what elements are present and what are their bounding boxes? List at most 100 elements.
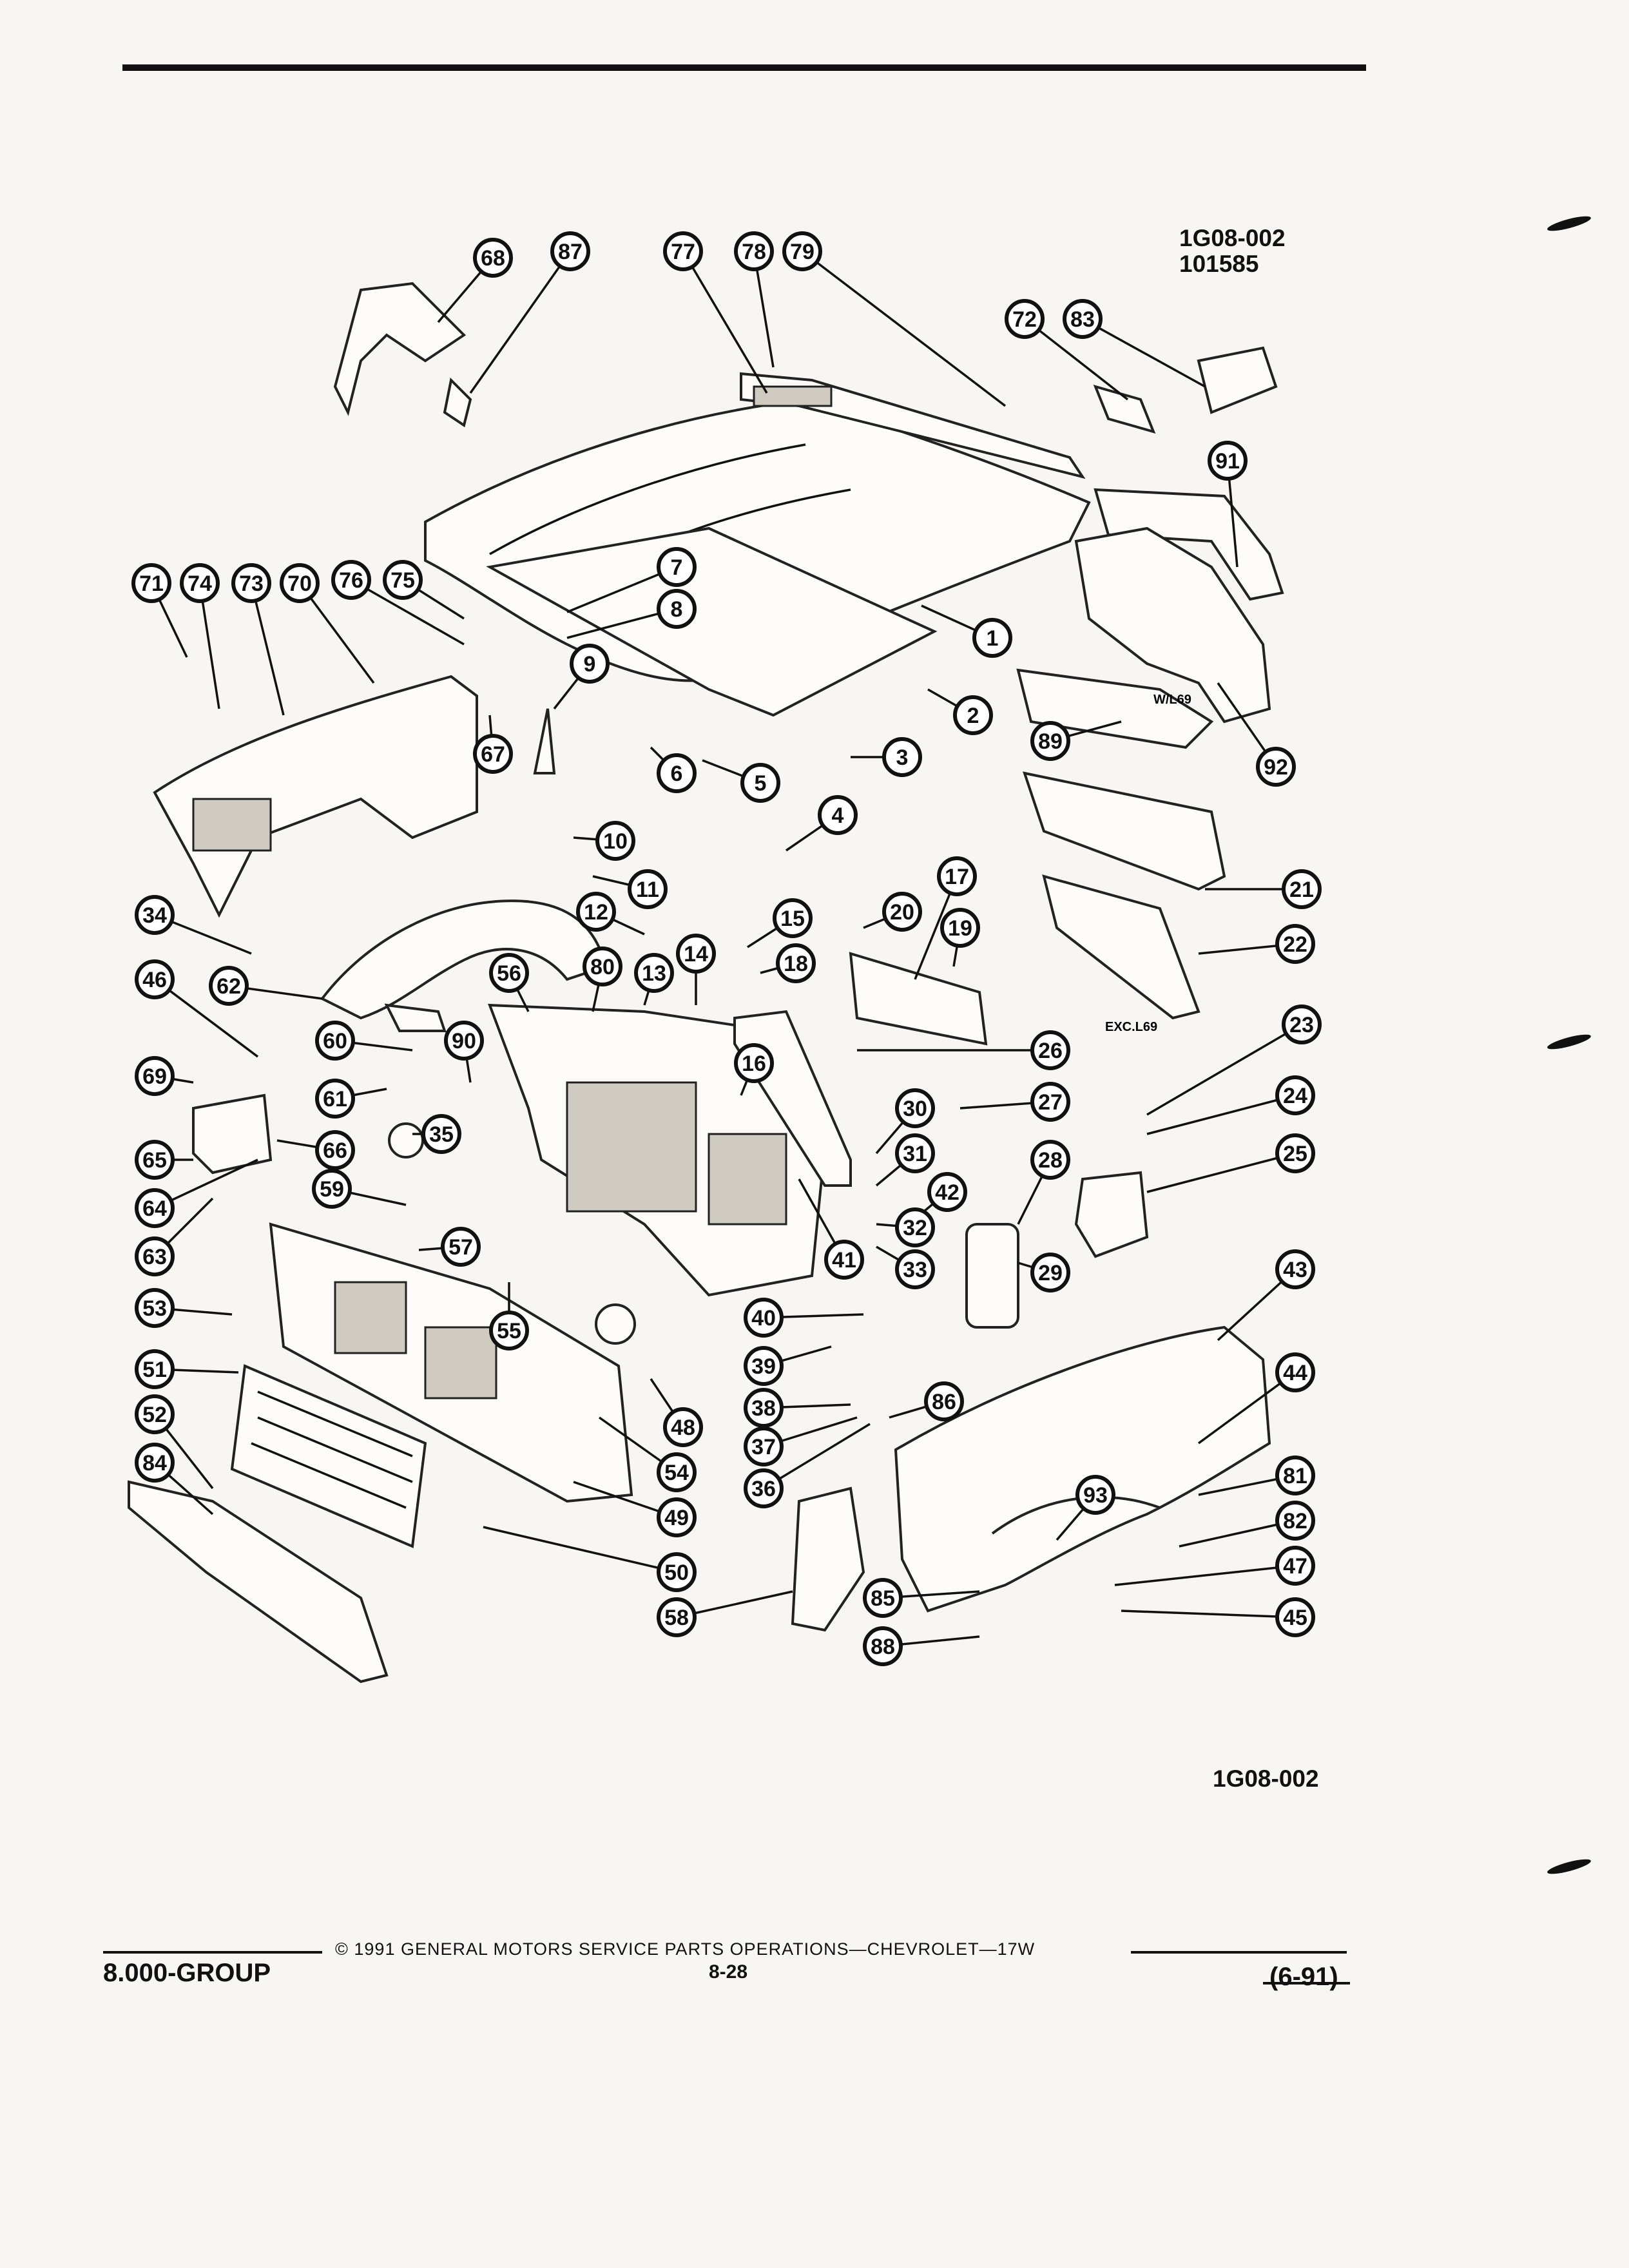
callout-number: 60 <box>323 1029 347 1053</box>
callout-34: 34 <box>135 895 175 935</box>
callout-circle <box>1030 1140 1070 1180</box>
callout-26: 26 <box>1030 1030 1070 1070</box>
part-hood-latch <box>384 708 556 1032</box>
footer-rule <box>1263 1982 1350 1984</box>
callout-circle <box>895 1249 935 1289</box>
callout-86: 86 <box>924 1381 964 1421</box>
callout-circle <box>231 563 271 603</box>
callout-circle <box>1275 1456 1315 1495</box>
callout-number: 93 <box>1083 1483 1108 1508</box>
part-hood-hinge-bracket <box>333 282 472 428</box>
callout-number: 18 <box>784 952 808 976</box>
callout-number: 12 <box>584 900 608 925</box>
callout-39: 39 <box>744 1346 784 1386</box>
callout-number: 72 <box>1012 307 1037 332</box>
callout-circle <box>135 1394 175 1434</box>
callout-circle <box>663 231 703 271</box>
callout-circle <box>818 795 858 835</box>
callout-number: 88 <box>871 1635 895 1659</box>
callout-circle <box>657 589 697 629</box>
callout-68: 68 <box>473 238 513 278</box>
callout-number: 49 <box>664 1506 689 1530</box>
callout-21: 21 <box>1282 869 1322 909</box>
callout-12: 12 <box>576 892 616 932</box>
callout-circle <box>657 547 697 587</box>
callout-85: 85 <box>863 1578 903 1618</box>
callout-circle <box>657 1497 697 1537</box>
diagram-drawing: 1234567891011121314151617181920212223242… <box>128 231 1322 1684</box>
callout-circle <box>180 563 220 603</box>
callout-90: 90 <box>444 1021 484 1061</box>
callout-number: 28 <box>1038 1148 1063 1173</box>
callout-circle <box>315 1079 355 1119</box>
callout-number: 26 <box>1038 1039 1063 1063</box>
callout-number: 8 <box>671 597 683 622</box>
callout-number: 55 <box>497 1319 521 1343</box>
callout-number: 36 <box>751 1477 776 1501</box>
figure-id-bottom: 1G08-002 <box>1213 1765 1319 1792</box>
callout-circle <box>676 934 716 974</box>
callout-circle <box>1256 747 1296 787</box>
part-air-deflector-upper <box>1074 526 1271 724</box>
callout-number: 45 <box>1283 1606 1307 1630</box>
callout-circle <box>895 1133 935 1173</box>
figure-id-top: 1G08-002 101585 <box>1179 226 1286 277</box>
callout-46: 46 <box>135 959 175 999</box>
callout-24: 24 <box>1275 1075 1315 1115</box>
callout-number: 34 <box>142 903 167 928</box>
callout-circle <box>312 1169 352 1209</box>
callout-number: 22 <box>1283 932 1307 957</box>
callout-72: 72 <box>1005 299 1045 339</box>
leader-line-70 <box>298 582 375 684</box>
callout-81: 81 <box>1275 1456 1315 1495</box>
callout-number: 4 <box>832 803 844 828</box>
part-hood-insulator <box>486 526 938 717</box>
callout-number: 58 <box>664 1606 689 1630</box>
callout-88: 88 <box>863 1626 903 1666</box>
callout-number: 25 <box>1283 1142 1307 1166</box>
callout-13: 13 <box>634 953 674 993</box>
footer-rule <box>1131 1951 1347 1954</box>
callout-number: 81 <box>1283 1464 1307 1488</box>
callout-89: 89 <box>1030 721 1070 761</box>
callout-circle <box>1275 1352 1315 1392</box>
callout-41: 41 <box>824 1240 864 1280</box>
callout-circle <box>135 1236 175 1276</box>
callout-36: 36 <box>744 1468 784 1508</box>
callout-number: 48 <box>671 1416 695 1440</box>
callout-number: 79 <box>790 240 815 264</box>
callout-69: 69 <box>135 1056 175 1096</box>
callout-circle <box>1005 299 1045 339</box>
callout-80: 80 <box>583 947 622 986</box>
callout-19: 19 <box>940 908 980 948</box>
callout-number: 67 <box>481 742 505 767</box>
leader-line-45 <box>1121 1610 1296 1619</box>
figure-date: 101585 <box>1179 251 1259 277</box>
callout-75: 75 <box>383 560 423 600</box>
callout-circle <box>570 644 610 684</box>
part-fender <box>894 1325 1271 1613</box>
callout-circle <box>135 1056 175 1096</box>
callout-2: 2 <box>953 695 993 735</box>
callout-56: 56 <box>489 953 529 993</box>
callout-78: 78 <box>734 231 774 271</box>
callout-circle <box>444 1021 484 1061</box>
part-grille-panel <box>269 1222 633 1503</box>
callout-number: 13 <box>642 961 666 986</box>
callout-16: 16 <box>734 1043 774 1083</box>
callout-71: 71 <box>131 563 171 603</box>
callout-number: 1 <box>987 626 999 651</box>
callout-number: 75 <box>390 568 415 593</box>
callout-76: 76 <box>331 560 371 600</box>
callout-circle <box>331 560 371 600</box>
leader-line-46 <box>153 978 259 1058</box>
callout-circle <box>953 695 993 735</box>
callout-number: 11 <box>636 878 659 902</box>
callout-circle <box>280 563 320 603</box>
callout-circle <box>937 856 977 896</box>
callout-number: 7 <box>671 555 683 580</box>
callout-number: 65 <box>142 1148 167 1173</box>
callout-number: 16 <box>742 1052 766 1076</box>
callout-circle <box>782 231 822 271</box>
callout-38: 38 <box>744 1388 784 1428</box>
